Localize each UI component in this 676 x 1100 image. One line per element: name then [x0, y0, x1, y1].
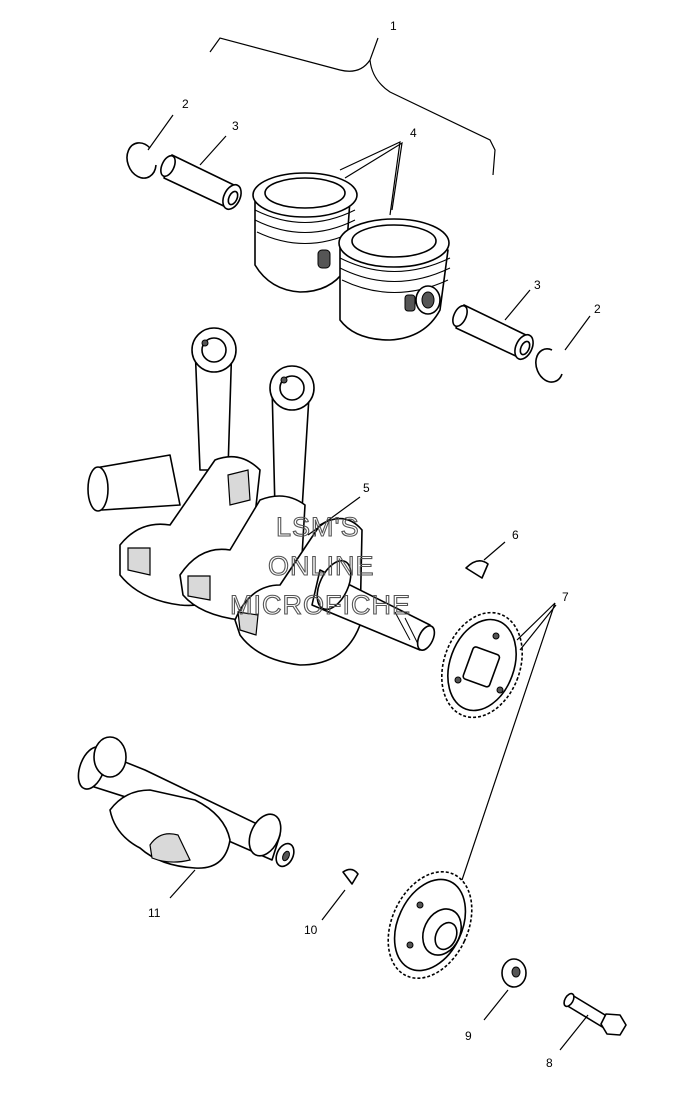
piston-front [252, 172, 358, 293]
key-10 [321, 868, 359, 921]
piston-rear [338, 218, 451, 341]
callout-2-right: 2 [594, 302, 601, 316]
piston-pin-clip-right [535, 315, 591, 383]
callout-4: 4 [410, 126, 417, 140]
piston-pin-clip-left [126, 114, 174, 179]
callout-11: 11 [148, 906, 161, 920]
bracket-1 [209, 37, 496, 176]
callout-7: 7 [562, 590, 569, 604]
woodruff-key-6 [465, 541, 506, 579]
balance-shaft [77, 736, 295, 899]
drive-gear-upper [440, 611, 524, 719]
callout-10: 10 [304, 923, 318, 937]
callout-6: 6 [512, 528, 519, 542]
callout-3-right: 3 [534, 278, 541, 292]
callout-3-left: 3 [232, 119, 239, 133]
leader-4 [339, 140, 401, 216]
callout-1: 1 [390, 19, 397, 33]
callout-2-left: 2 [182, 97, 189, 111]
watermark-line-3: MICROFICHE [230, 590, 411, 620]
bolt-8 [559, 992, 627, 1051]
piston-pin-left [160, 135, 242, 211]
piston-pin-right [452, 289, 534, 361]
crankshaft [87, 327, 436, 666]
callout-8: 8 [546, 1056, 553, 1070]
washer-9 [483, 958, 527, 1021]
watermark-line-1: LSM'S [276, 512, 360, 542]
drive-gear-lower [387, 870, 473, 980]
leader-7 [461, 602, 556, 881]
watermark-line-2: ONLINE [268, 551, 375, 581]
callout-5: 5 [363, 481, 370, 495]
callout-9: 9 [465, 1029, 472, 1043]
